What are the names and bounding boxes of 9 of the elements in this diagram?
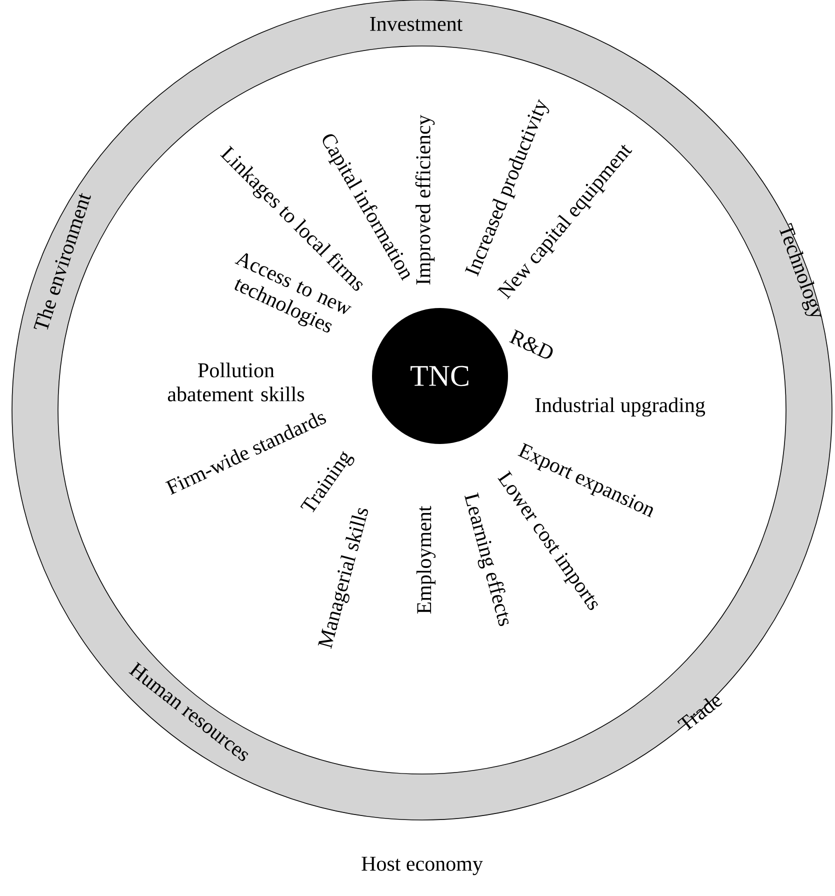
band-label: Trade <box>677 696 722 731</box>
radial-label: Pollution abatement skills <box>168 362 304 402</box>
radial-label: Industrial upgrading <box>535 397 706 417</box>
caption: Host economy <box>362 856 483 876</box>
ring-band <box>12 0 832 820</box>
radial-label: Learning effects <box>464 492 509 626</box>
radial-label: Employment <box>416 506 436 614</box>
band-label: Investment <box>370 17 463 31</box>
radial-label: Improved efficiency <box>415 114 435 284</box>
